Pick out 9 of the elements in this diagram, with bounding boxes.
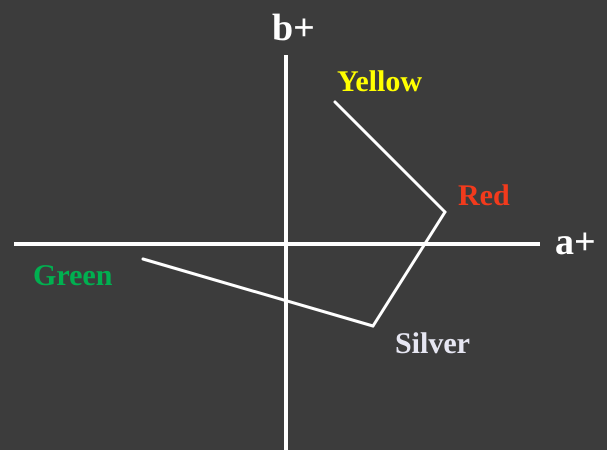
connector-line [372,210,446,328]
color-label: Yellow [335,66,422,102]
connector-line [142,258,374,328]
color-label: Green [30,259,143,295]
axis-label: b+ [272,8,315,48]
connector-line [334,100,446,214]
color-label: Silver [373,326,470,360]
color-label: Red [445,180,510,212]
axis-label: a+ [555,222,596,262]
